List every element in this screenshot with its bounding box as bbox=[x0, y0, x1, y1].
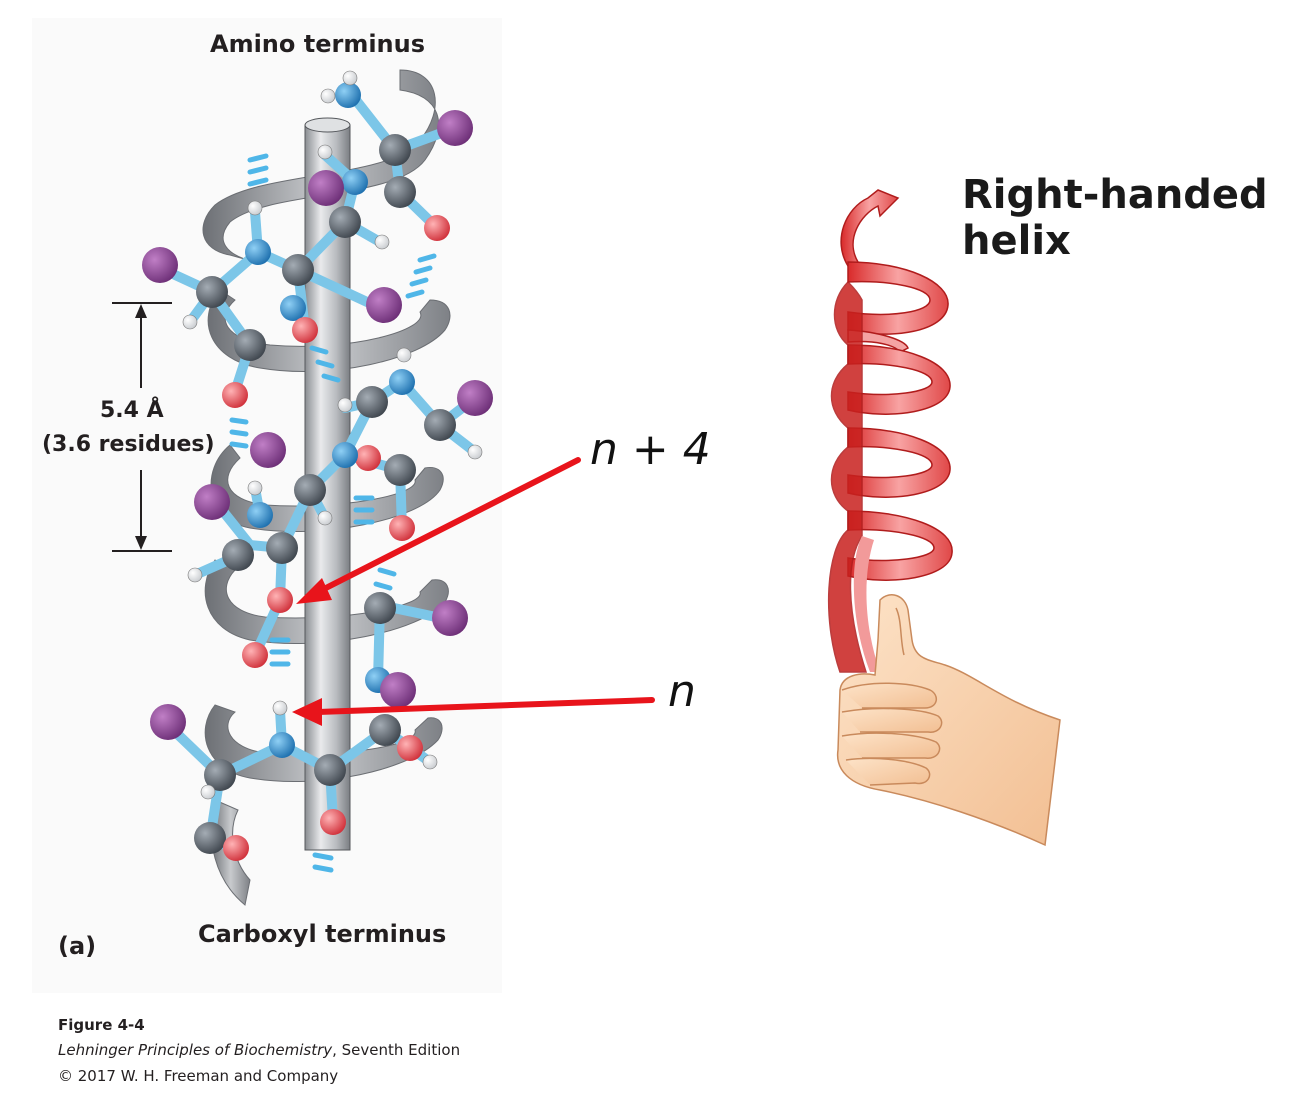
right-handed-helix-title: Right-handed helix bbox=[962, 172, 1268, 264]
book-title: Lehninger Principles of Biochemistry bbox=[58, 1041, 333, 1059]
residue-n-label: n bbox=[668, 666, 696, 717]
title-line-2: helix bbox=[962, 218, 1071, 264]
title-line-1: Right-handed bbox=[962, 172, 1268, 218]
panel-label: (a) bbox=[58, 932, 97, 960]
right-hand-illustration bbox=[836, 594, 1061, 847]
residue-n-plus-4-label: n + 4 bbox=[590, 424, 711, 475]
copyright-line: © 2017 W. H. Freeman and Company bbox=[58, 1067, 339, 1085]
n-text: n bbox=[668, 666, 696, 717]
pitch-label: 5.4 Å bbox=[100, 398, 164, 423]
n-plus-4-text: n + 4 bbox=[590, 424, 711, 475]
book-edition: , Seventh Edition bbox=[332, 1041, 461, 1059]
pointer-arrows bbox=[292, 457, 655, 726]
red-helix-ribbon bbox=[827, 189, 953, 673]
carboxyl-terminus-label: Carboxyl terminus bbox=[198, 920, 447, 948]
pitch-dimension-marker bbox=[112, 302, 172, 552]
book-citation: Lehninger Principles of Biochemistry, Se… bbox=[58, 1041, 460, 1059]
residues-per-turn-label: (3.6 residues) bbox=[42, 432, 215, 457]
amino-terminus-label: Amino terminus bbox=[210, 30, 426, 58]
atoms bbox=[142, 70, 493, 861]
figure-number: Figure 4-4 bbox=[58, 1016, 145, 1034]
